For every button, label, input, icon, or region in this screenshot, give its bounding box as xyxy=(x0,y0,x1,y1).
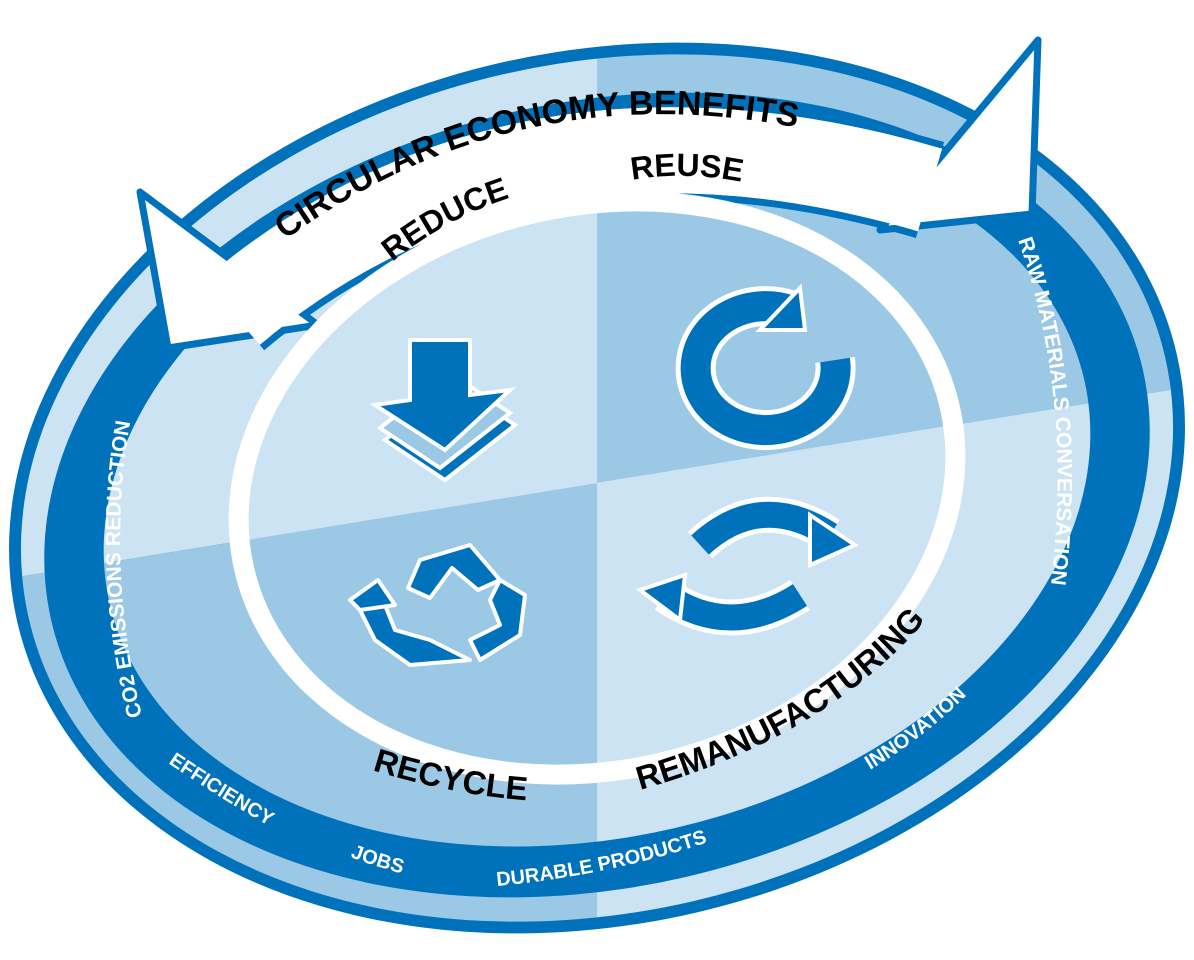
remanufacture-arrows-icon xyxy=(635,496,860,636)
down-arrow-icon xyxy=(369,338,519,483)
label-reuse: REUSE xyxy=(628,147,746,189)
reuse-arrow-icon xyxy=(675,283,856,451)
recycle-icon xyxy=(348,543,527,667)
double-arrow xyxy=(136,36,1042,352)
